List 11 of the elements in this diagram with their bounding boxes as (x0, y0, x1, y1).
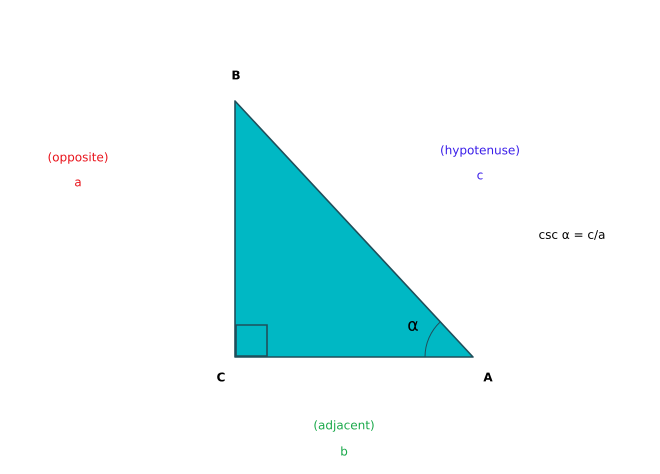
formula-text: csc α = c/a (539, 230, 604, 240)
side-letter: b (341, 446, 348, 456)
vertex-label: A (483, 372, 493, 382)
side-name: (hypotenuse) (441, 145, 519, 157)
side-name: (adjacent) (314, 420, 374, 432)
vertex-label: B (232, 70, 240, 80)
side-letter: a (75, 180, 81, 186)
angle-label: α (408, 321, 418, 331)
vertex-label: C (217, 372, 225, 382)
side-letter: c (477, 172, 483, 180)
side-name: (opposite) (48, 152, 108, 164)
